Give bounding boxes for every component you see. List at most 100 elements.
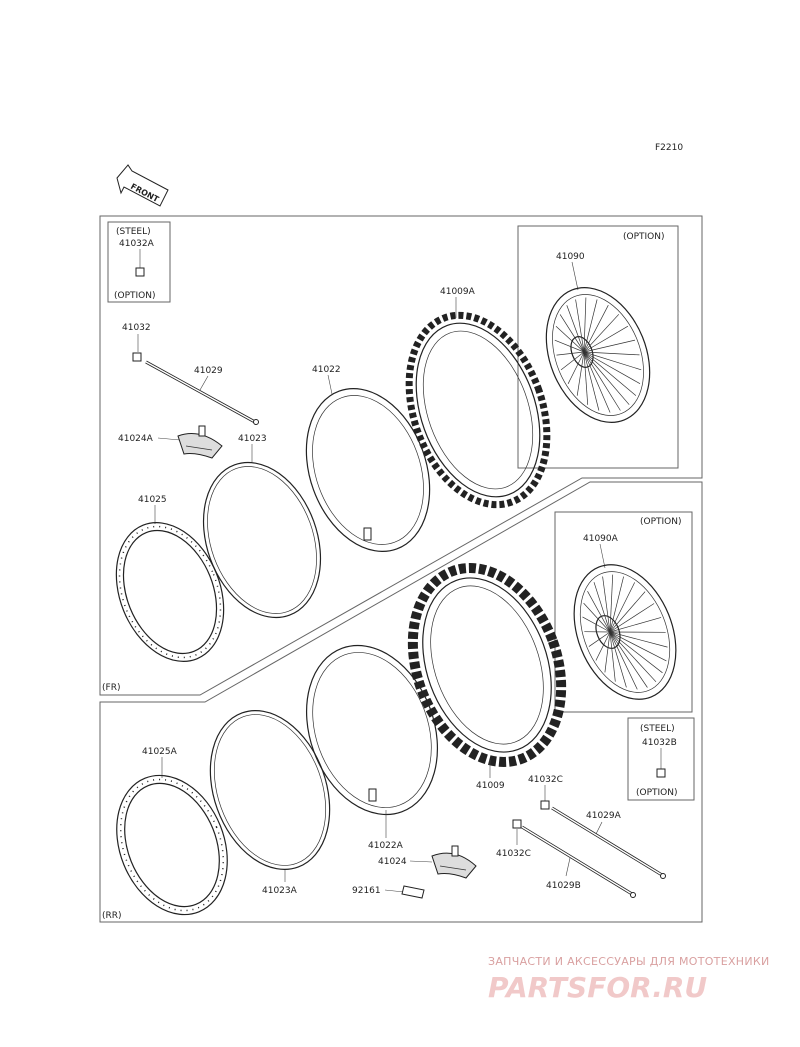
svg-text:41090: 41090: [556, 252, 585, 262]
option-wheel-box-rear: (OPTION) 41090A: [554, 511, 693, 713]
part-label-41024A: 41024A: [118, 434, 154, 444]
wheel-spoke: [567, 351, 585, 384]
diagram-code: F2210: [655, 143, 683, 153]
wheel-spoke: [609, 631, 627, 688]
nipple-41032C-lower: [512, 819, 522, 829]
wheel-spoke: [583, 351, 630, 405]
part-label-41032C-upper: 41032C: [528, 775, 563, 785]
wheel-spoke: [582, 616, 611, 633]
spoked-wheel-rear: [573, 564, 677, 700]
rim-lock-41024A: [177, 425, 223, 459]
wheel-spoke: [556, 351, 585, 356]
part-label-41025: 41025: [138, 495, 167, 505]
front-arrow-icon: FRONT: [116, 164, 169, 207]
part-label-41022A: 41022A: [368, 841, 404, 851]
option-wheel-box-front: (OPTION) 41090: [517, 225, 679, 469]
watermark-tagline: ЗАПЧАСТИ И АКСЕССУАРЫ ДЛЯ МОТОТЕХНИКИ: [488, 955, 770, 968]
wheel-spoke: [576, 351, 585, 396]
section-label-front: (FR): [102, 683, 120, 693]
rim-band-41023A: [209, 710, 331, 870]
diagram-frame: [99, 215, 703, 696]
svg-text:(OPTION): (OPTION): [623, 232, 665, 242]
part-label-41025A: 41025A: [142, 747, 178, 757]
wheel-spoke: [609, 631, 616, 682]
wheel-spoke: [575, 299, 585, 353]
wheel-spoke: [583, 351, 600, 411]
wheel-spoke: [583, 351, 640, 356]
rim-41025: [115, 522, 225, 662]
wheel-spoke: [609, 574, 614, 633]
wheel-spoke: [595, 631, 611, 661]
wheel-spoke: [583, 351, 641, 385]
wheel-spoke: [583, 351, 589, 405]
wheel-spoke: [560, 351, 585, 371]
tube-41022: [305, 388, 431, 552]
wheel-spoke: [559, 314, 585, 353]
wheel-spoke: [583, 314, 620, 353]
wheel-spoke: [604, 631, 611, 673]
nipple-41032: [132, 352, 142, 362]
section-label-rear: (RR): [102, 911, 122, 921]
wheel-spoke: [593, 582, 611, 633]
steel-option-box-rear: (STEEL) 41032B (OPTION): [627, 717, 695, 801]
part-label-41032: 41032: [122, 323, 151, 333]
spoked-wheel-front: [545, 287, 651, 423]
part-label-41029: 41029: [194, 366, 223, 376]
part-label-41032C-lower: 41032C: [496, 849, 531, 859]
part-label-41029A: 41029A: [586, 811, 622, 821]
part-label-41009A: 41009A: [440, 287, 476, 297]
svg-text:(STEEL): (STEEL): [640, 724, 675, 734]
tube-41022A: [305, 644, 439, 816]
wheel-spoke: [583, 339, 636, 353]
wheel-spoke: [566, 305, 585, 353]
watermark-brand: PARTSFOR.RU: [488, 971, 707, 1004]
svg-text:(STEEL): (STEEL): [116, 227, 151, 237]
wheel-spoke: [554, 339, 585, 353]
rim-band-41023: [202, 461, 322, 619]
wheel-spoke: [587, 591, 611, 633]
wheel-spoke: [583, 351, 637, 396]
svg-text:(OPTION): (OPTION): [114, 291, 156, 301]
wheel-spoke: [583, 351, 642, 371]
wheel-spoke: [583, 351, 621, 411]
wheel-spoke: [609, 631, 648, 688]
rim-lock-41024: [431, 845, 477, 879]
diagram-frame-rear: [99, 481, 703, 923]
tire-41009A: [405, 311, 551, 509]
part-label-41029B: 41029B: [546, 881, 581, 891]
wheel-spoke: [583, 299, 598, 353]
part-label-92161: 92161: [352, 886, 381, 896]
wheel-spoke: [583, 602, 611, 633]
rim-41025A: [116, 774, 228, 916]
nipple-41032C-upper: [540, 800, 550, 810]
part-label-41009: 41009: [476, 781, 505, 791]
svg-text:41032B: 41032B: [642, 738, 677, 748]
part-label-41023A: 41023A: [262, 886, 298, 896]
part-label-41023: 41023: [238, 434, 267, 444]
wheel-spoke: [609, 631, 657, 683]
wheel-spoke: [609, 617, 662, 633]
tire-41009: [407, 563, 567, 767]
svg-text:(OPTION): (OPTION): [640, 517, 682, 527]
part-label-41024: 41024: [378, 857, 407, 867]
wheel-spoke: [609, 631, 638, 690]
wheel-spoke: [583, 351, 611, 413]
wheel-spoke: [583, 297, 587, 353]
wheel-spoke: [609, 631, 667, 662]
wheel-spoke: [609, 591, 646, 633]
wheel-spoke: [609, 582, 636, 633]
wheel-spoke: [609, 603, 655, 633]
wheel-spoke: [588, 631, 611, 647]
wheel-spoke: [609, 631, 663, 674]
wheel-spoke: [555, 326, 585, 353]
wheel-spoke: [609, 576, 624, 633]
wheel-spoke: [583, 325, 629, 353]
wheel-spoke: [609, 631, 668, 648]
svg-text:(OPTION): (OPTION): [636, 788, 678, 798]
wheel-spoke: [583, 305, 609, 353]
part-92161: [401, 885, 425, 899]
wheel-spoke: [602, 576, 611, 633]
svg-text:41032A: 41032A: [119, 239, 155, 249]
steel-option-box-front: (STEEL) 41032A (OPTION): [107, 221, 171, 303]
part-label-41022: 41022: [312, 365, 341, 375]
